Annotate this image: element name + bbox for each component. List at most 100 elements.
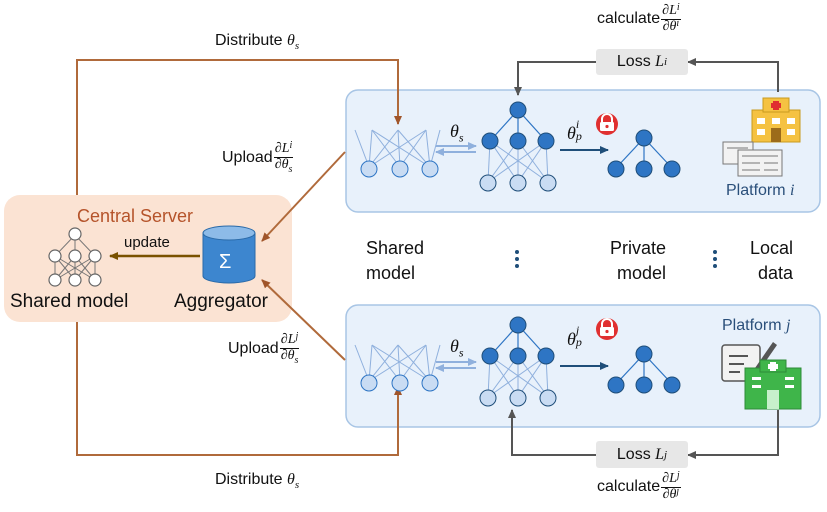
distribute-top-label: Distribute θs [215, 33, 299, 52]
distribute-bottom-label: Distribute θs [215, 472, 299, 491]
calc-bottom-den-sup: j [676, 485, 680, 497]
distribute-bottom-sub: s [294, 479, 300, 492]
private-model-line2: model [617, 263, 667, 284]
loss-bottom-sub: j [664, 448, 668, 461]
platform-i-private-symbol: θ [567, 123, 576, 143]
distribute-top-theta: θ [287, 32, 295, 49]
calculate-top-text: calculate [597, 10, 661, 28]
platform-i-name: Platform [726, 182, 786, 199]
hospital-icon [751, 97, 801, 143]
calculate-top-fraction: ∂Li ∂θi [661, 2, 681, 34]
calculate-bottom-fraction: ∂Lj ∂θj [661, 470, 681, 502]
database-sum-icon [202, 225, 256, 284]
calc-top-den: ∂θ [662, 18, 677, 34]
combined-nodes-top [479, 101, 557, 192]
local-data-line1: Local [750, 238, 794, 258]
hospital-icon [744, 359, 802, 410]
platform-j-shared-symbol: θ [450, 336, 459, 356]
loss-top-loop-out [514, 61, 596, 96]
local-data-line2: data [757, 263, 794, 284]
loss-top-text: Loss [616, 53, 651, 70]
platform-j-private-symbol: θ [567, 329, 576, 349]
upload-bottom-num-sup: j [295, 331, 299, 342]
calc-top-den-sup: i [676, 17, 680, 29]
platform-j-name: Platform [722, 317, 782, 334]
platform-i-shared-symbol: θ [450, 121, 459, 141]
neural-network-icon [48, 227, 102, 287]
platform-j-private-sub: p [575, 335, 582, 349]
aggregator-label: Aggregator [174, 291, 269, 312]
loss-top-symbol: L [655, 53, 665, 70]
upload-bottom-num: ∂L [280, 332, 296, 347]
shared-model-line2: model [366, 263, 416, 284]
upload-top-den: ∂θ [274, 156, 289, 172]
calc-top-num: ∂L [662, 3, 677, 18]
platform-j-shared-theta: θs [450, 337, 464, 359]
central-server-title: Central Server [77, 206, 194, 226]
private-nodes-top [607, 129, 681, 178]
upload-bottom-den: ∂θ [280, 347, 295, 363]
shared-nodes-top [360, 160, 439, 178]
platform-j-private-theta: θ j p [567, 324, 582, 348]
shared-nodes-bottom [360, 374, 439, 392]
platform-i-private-theta: θ i p [567, 118, 582, 142]
loss-top-sub: i [664, 56, 668, 68]
calculate-bottom-text: calculate [597, 478, 661, 496]
shared-model-line1: Shared [366, 238, 425, 258]
documents-icon [722, 141, 783, 177]
loss-top-loop [687, 58, 779, 92]
platform-i-shared-sub: s [458, 130, 464, 145]
platform-i-label: Platform i [726, 183, 794, 199]
distribute-top-text: Distribute [215, 32, 283, 49]
local-data-label: Local data [750, 236, 793, 286]
platform-i-private-sub: p [575, 129, 582, 143]
combined-nodes-bottom [479, 316, 557, 407]
calculate-bottom-label: calculate ∂Lj ∂θj [597, 470, 681, 502]
platform-i-index: i [790, 182, 795, 199]
lock-icon [596, 318, 618, 340]
aggregator-symbol: Σ [219, 251, 232, 273]
upload-bottom-den-sub: s [294, 354, 299, 366]
calc-bottom-num-sup: j [676, 470, 680, 481]
private-model-label: Private model [610, 236, 666, 286]
calc-bottom-den: ∂θ [662, 486, 677, 502]
loss-bottom-loop-out [508, 409, 596, 456]
loss-bottom-loop [687, 410, 779, 459]
ellipsis-dots-middle [515, 250, 717, 268]
upload-top-num-sup: i [289, 140, 293, 151]
private-nodes-bottom [607, 345, 681, 394]
update-label: update [124, 234, 170, 251]
distribute-top-arrow [76, 59, 402, 195]
shared-model-label: Shared model [366, 236, 424, 286]
upload-bottom-label: Upload ∂Lj ∂θs [228, 331, 300, 366]
platform-j-private-sup: j [575, 323, 580, 337]
platform-j-shared-sub: s [458, 345, 464, 360]
distribute-bottom-theta: θ [287, 471, 295, 488]
upload-bottom-arrow [261, 279, 346, 361]
platform-j-label: Platform j [722, 318, 790, 334]
upload-top-label: Upload ∂Li ∂θs [222, 140, 294, 175]
upload-top-den-sub: s [288, 163, 293, 175]
platform-i-shared-theta: θs [450, 122, 464, 144]
calc-top-num-sup: i [676, 2, 680, 13]
distribute-bottom-text: Distribute [215, 471, 283, 488]
upload-bottom-fraction: ∂Lj ∂θs [279, 331, 300, 366]
private-model-line1: Private [610, 238, 667, 258]
loss-bottom-symbol: L [655, 445, 665, 463]
platform-j-index: j [786, 317, 791, 334]
platform-i-private-sup: i [575, 117, 580, 131]
loss-bottom-text: Loss [616, 445, 651, 463]
calculate-top-label: calculate ∂Li ∂θi [597, 2, 681, 34]
upload-top-arrow [261, 151, 346, 242]
lock-icon [596, 113, 618, 135]
upload-top-num: ∂L [274, 141, 290, 156]
distribute-top-sub: s [294, 40, 300, 53]
upload-top-text: Upload [222, 149, 273, 167]
upload-bottom-text: Upload [228, 340, 279, 358]
server-shared-model-label: Shared model [10, 291, 129, 312]
upload-top-fraction: ∂Li ∂θs [273, 140, 294, 175]
distribute-bottom-arrow [76, 322, 402, 456]
